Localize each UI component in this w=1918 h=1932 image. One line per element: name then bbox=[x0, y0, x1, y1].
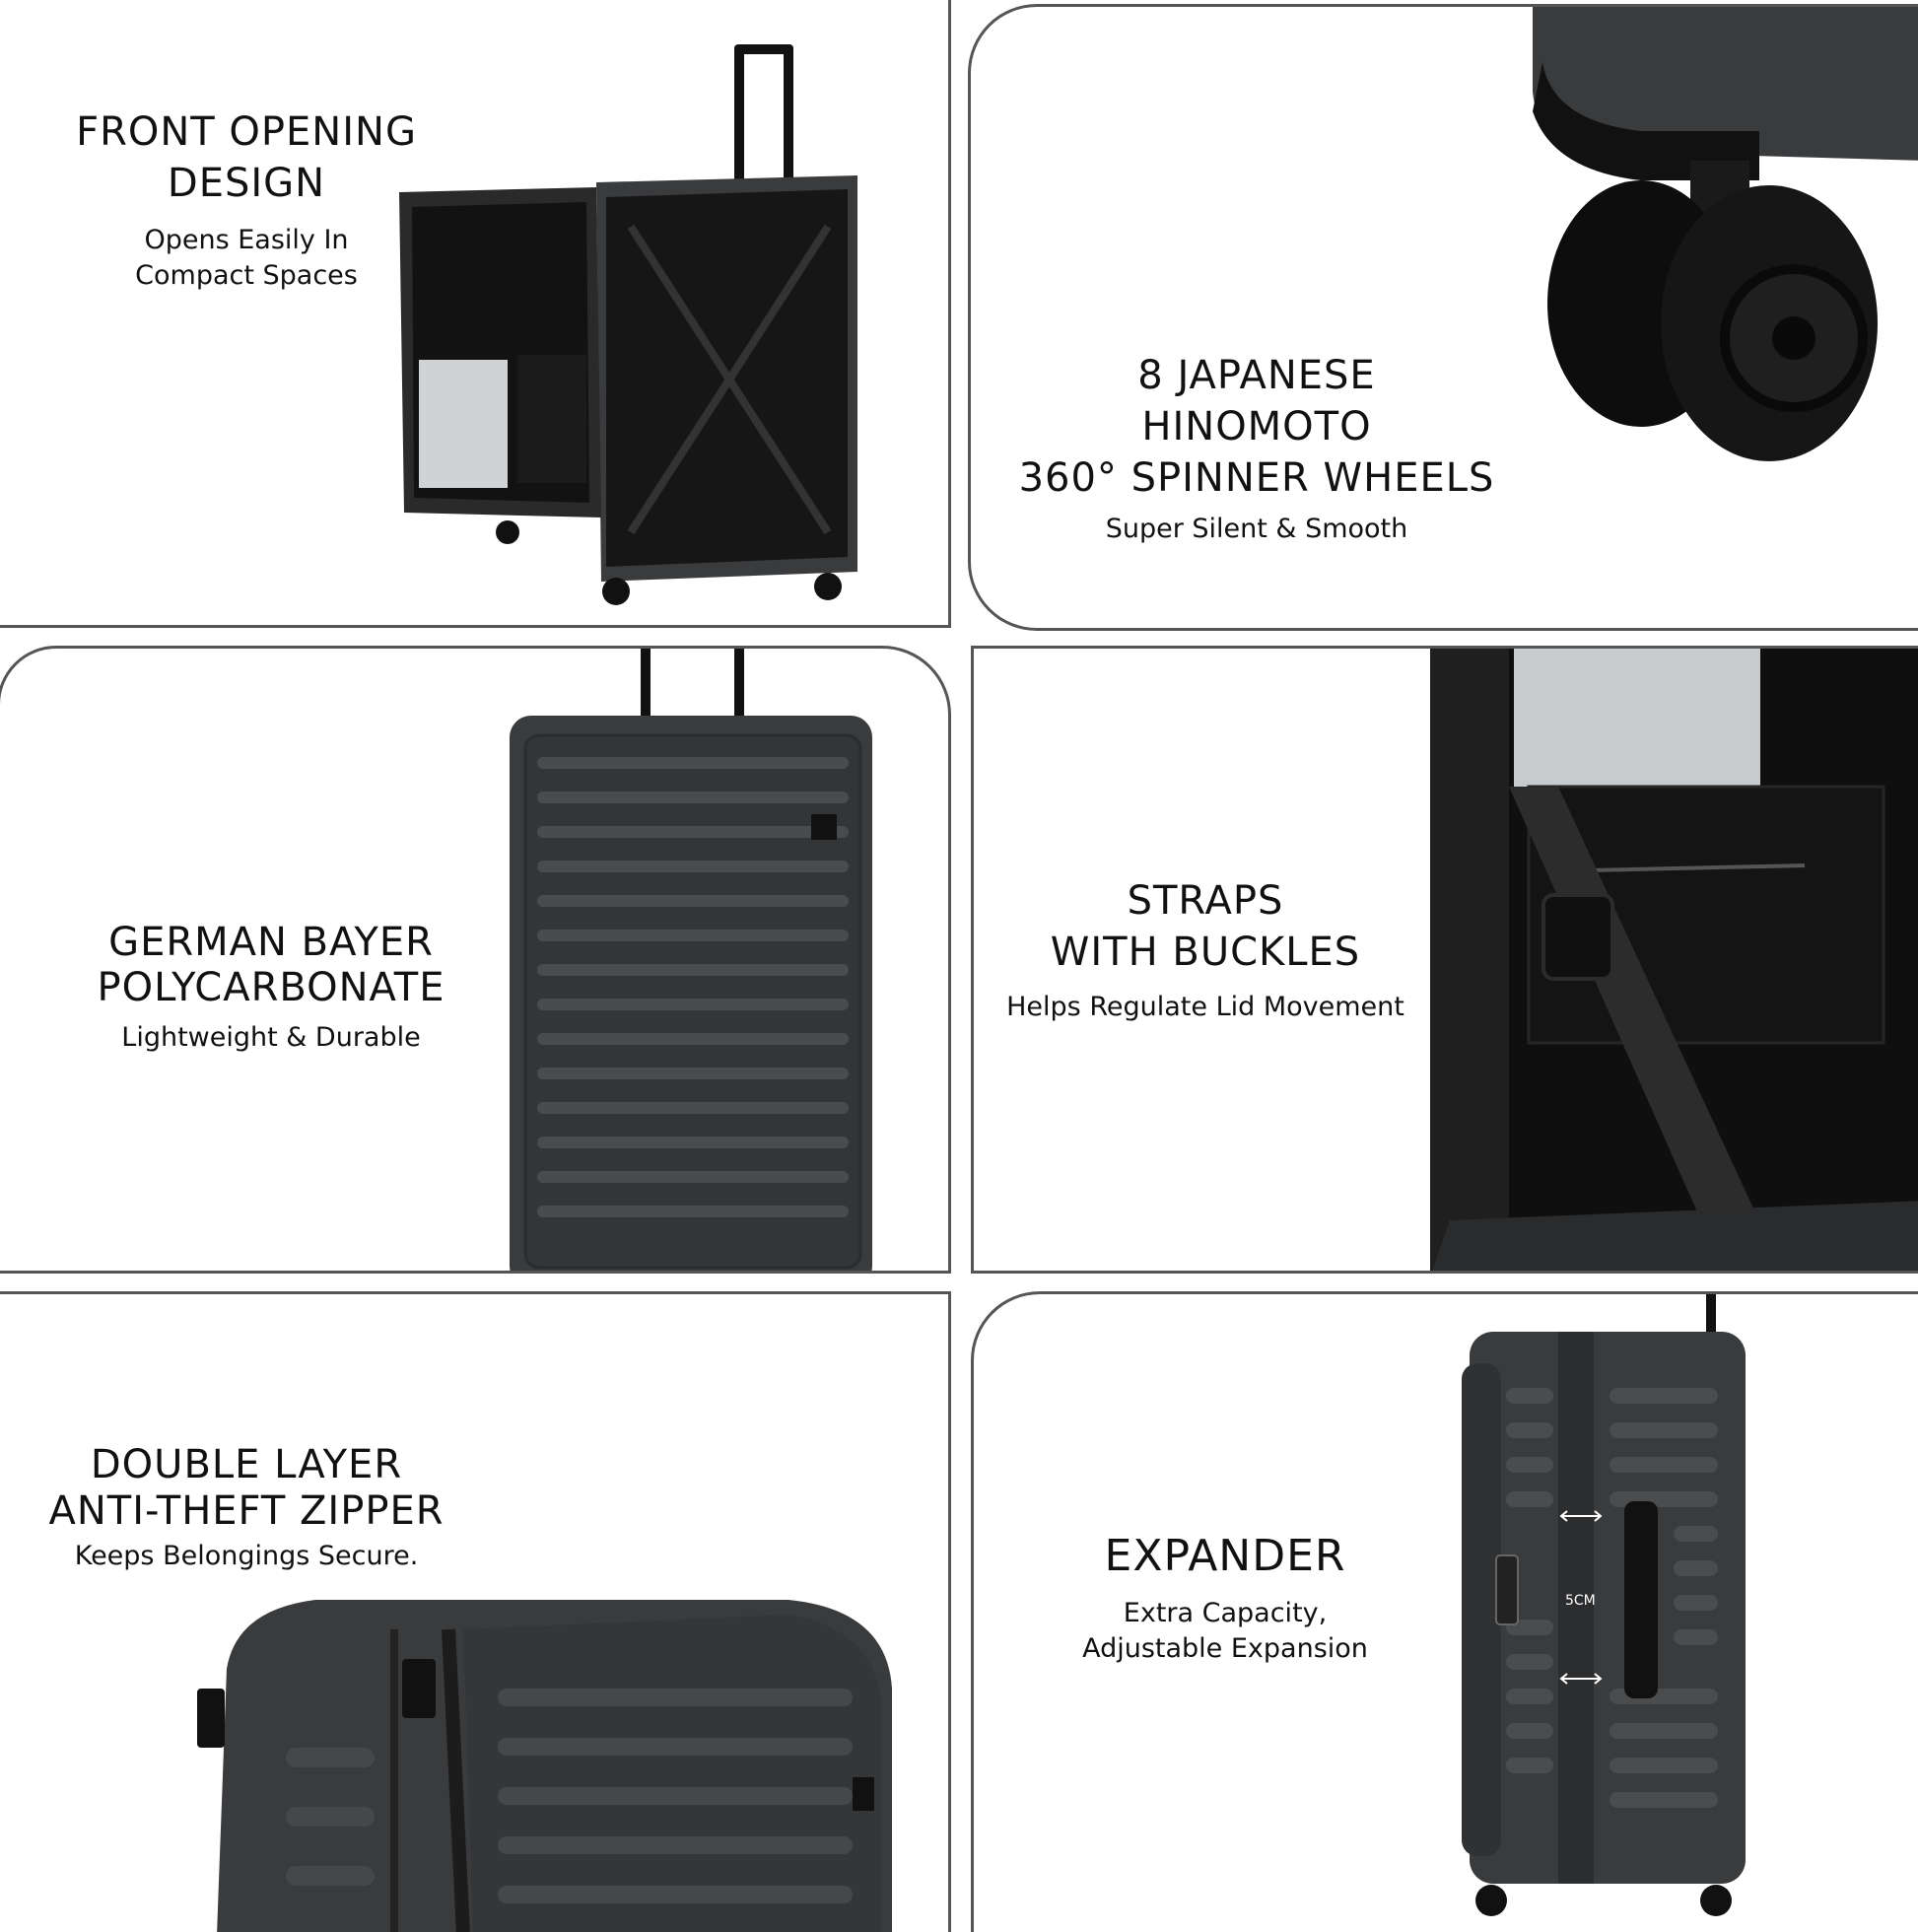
feature-title-line: WITH BUCKLES bbox=[1050, 930, 1361, 975]
feature-text: DOUBLE LAYER ANTI-THEFT ZIPPER Keeps Bel… bbox=[39, 1442, 453, 1574]
feature-subtitle-line: Lightweight & Durable bbox=[121, 1022, 421, 1053]
feature-title-line: STRAPS bbox=[1127, 878, 1284, 924]
feature-subtitle-line: Adjustable Expansion bbox=[1082, 1633, 1368, 1664]
feature-text: STRAPS WITH BUCKLES Helps Regulate Lid M… bbox=[984, 875, 1427, 1025]
suitcase-side-image bbox=[1462, 1294, 1746, 1916]
feature-subtitle-line: Extra Capacity, bbox=[1123, 1598, 1328, 1628]
open-suitcase-image bbox=[399, 44, 857, 605]
feature-title-line: FRONT OPENING bbox=[76, 109, 417, 155]
feature-panel-front-opening: FRONT OPENING DESIGN Opens Easily In Com… bbox=[0, 0, 951, 628]
feature-subtitle-line: Compact Spaces bbox=[135, 260, 358, 291]
feature-title-line: 360° SPINNER WHEELS bbox=[1018, 455, 1495, 501]
feature-title-line: DOUBLE LAYER bbox=[90, 1442, 403, 1487]
feature-subtitle-line: Opens Easily In bbox=[144, 225, 349, 255]
feature-panel-polycarbonate: GERMAN BAYER POLYCARBONATE Lightweight &… bbox=[0, 646, 951, 1274]
feature-title-line: 8 JAPANESE bbox=[1137, 353, 1376, 398]
expander-size-label: 5CM bbox=[1565, 1593, 1596, 1609]
feature-title-line: ANTI-THEFT ZIPPER bbox=[48, 1488, 445, 1534]
zipper-closeup-image bbox=[197, 1600, 892, 1932]
feature-title-line: DESIGN bbox=[167, 161, 326, 206]
feature-subtitle-line: Helps Regulate Lid Movement bbox=[1006, 992, 1404, 1022]
feature-text: FRONT OPENING DESIGN Opens Easily In Com… bbox=[39, 106, 453, 294]
feature-text: EXPANDER Extra Capacity, Adjustable Expa… bbox=[1033, 1531, 1417, 1667]
feature-text: GERMAN BAYER POLYCARBONATE Lightweight &… bbox=[59, 920, 483, 1056]
feature-title-line: HINOMOTO bbox=[1141, 404, 1372, 449]
feature-title-line: GERMAN BAYER bbox=[108, 920, 434, 965]
feature-panel-expander: EXPANDER Extra Capacity, Adjustable Expa… bbox=[971, 1291, 1918, 1932]
suitcase-front-image bbox=[510, 649, 872, 1271]
feature-panel-straps: STRAPS WITH BUCKLES Helps Regulate Lid M… bbox=[971, 646, 1918, 1274]
feature-panel-spinner-wheels: 8 JAPANESE HINOMOTO 360° SPINNER WHEELS … bbox=[968, 4, 1918, 631]
feature-title-line: POLYCARBONATE bbox=[97, 965, 445, 1010]
feature-title-line: EXPANDER bbox=[1104, 1531, 1346, 1581]
feature-text: 8 JAPANESE HINOMOTO 360° SPINNER WHEELS … bbox=[1000, 350, 1513, 547]
strap-buckle-image bbox=[1430, 649, 1918, 1271]
feature-subtitle-line: Keeps Belongings Secure. bbox=[74, 1541, 419, 1571]
spinner-wheel-image bbox=[1533, 7, 1918, 461]
feature-subtitle-line: Super Silent & Smooth bbox=[1105, 514, 1408, 544]
feature-panel-zipper: DOUBLE LAYER ANTI-THEFT ZIPPER Keeps Bel… bbox=[0, 1291, 951, 1932]
